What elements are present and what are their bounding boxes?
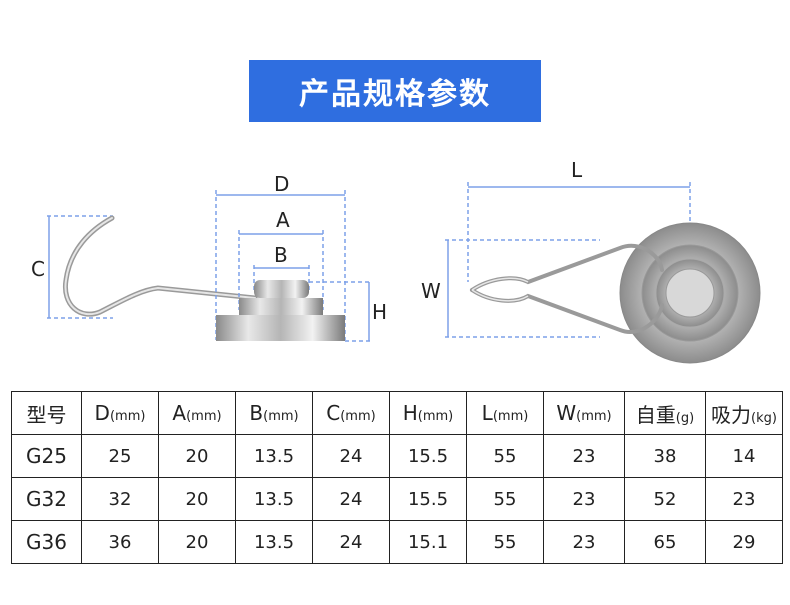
- cell-w: 23: [543, 520, 625, 564]
- cell-d: 25: [81, 434, 159, 478]
- magnet-side-view: D A B H: [215, 172, 387, 342]
- table-header-row: 型号 D(mm) A(mm) B(mm) C(mm) H(mm) L(mm) W…: [11, 391, 783, 435]
- cell-b: 13.5: [235, 434, 313, 478]
- cell-l: 55: [466, 434, 544, 478]
- header-l: L(mm): [466, 391, 544, 435]
- cell-w: 23: [543, 434, 625, 478]
- cell-h: 15.5: [389, 477, 467, 521]
- cell-h: 15.1: [389, 520, 467, 564]
- cell-d: 32: [81, 477, 159, 521]
- cell-d: 36: [81, 520, 159, 564]
- cell-weight: 38: [624, 434, 706, 478]
- dim-label-l: L: [571, 158, 583, 182]
- cell-model: G36: [11, 520, 82, 564]
- header-weight: 自重(g): [624, 391, 706, 435]
- spec-table: 型号 D(mm) A(mm) B(mm) C(mm) H(mm) L(mm) W…: [11, 391, 783, 564]
- product-diagram: C D A B H L W: [31, 158, 761, 364]
- table-row: G25 25 20 13.5 24 15.5 55 23 38 14: [11, 434, 783, 478]
- cell-c: 24: [312, 520, 390, 564]
- cell-weight: 65: [624, 520, 706, 564]
- table-row: G36 36 20 13.5 24 15.1 55 23 65 29: [11, 520, 783, 564]
- hook-top-view: L W: [421, 158, 761, 364]
- header-pull-force: 吸力(kg): [705, 391, 783, 435]
- cell-h: 15.5: [389, 434, 467, 478]
- dim-label-h: H: [372, 300, 387, 324]
- dim-label-w: W: [421, 279, 441, 303]
- cell-b: 13.5: [235, 477, 313, 521]
- cell-weight: 52: [624, 477, 706, 521]
- header-d: D(mm): [81, 391, 159, 435]
- cell-model: G25: [11, 434, 82, 478]
- banner-title: 产品规格参数: [299, 77, 491, 112]
- dim-label-b: B: [274, 243, 288, 267]
- hook-side-view: C: [31, 215, 258, 319]
- cell-c: 24: [312, 477, 390, 521]
- cell-pull-force: 14: [705, 434, 783, 478]
- dim-label-d: D: [274, 172, 289, 196]
- cell-l: 55: [466, 520, 544, 564]
- header-b: B(mm): [235, 391, 313, 435]
- cell-a: 20: [158, 520, 236, 564]
- cell-a: 20: [158, 434, 236, 478]
- table-row: G32 32 20 13.5 24 15.5 55 23 52 23: [11, 477, 783, 521]
- cell-b: 13.5: [235, 520, 313, 564]
- dim-label-c: C: [31, 257, 45, 281]
- header-h: H(mm): [389, 391, 467, 435]
- header-model: 型号: [11, 391, 82, 435]
- header-w: W(mm): [543, 391, 625, 435]
- cell-a: 20: [158, 477, 236, 521]
- cell-pull-force: 23: [705, 477, 783, 521]
- cell-model: G32: [11, 477, 82, 521]
- cell-pull-force: 29: [705, 520, 783, 564]
- title-banner: 产品规格参数: [249, 60, 541, 122]
- dim-label-a: A: [276, 208, 290, 232]
- cell-w: 23: [543, 477, 625, 521]
- cell-l: 55: [466, 477, 544, 521]
- header-a: A(mm): [158, 391, 236, 435]
- cell-c: 24: [312, 434, 390, 478]
- header-c: C(mm): [312, 391, 390, 435]
